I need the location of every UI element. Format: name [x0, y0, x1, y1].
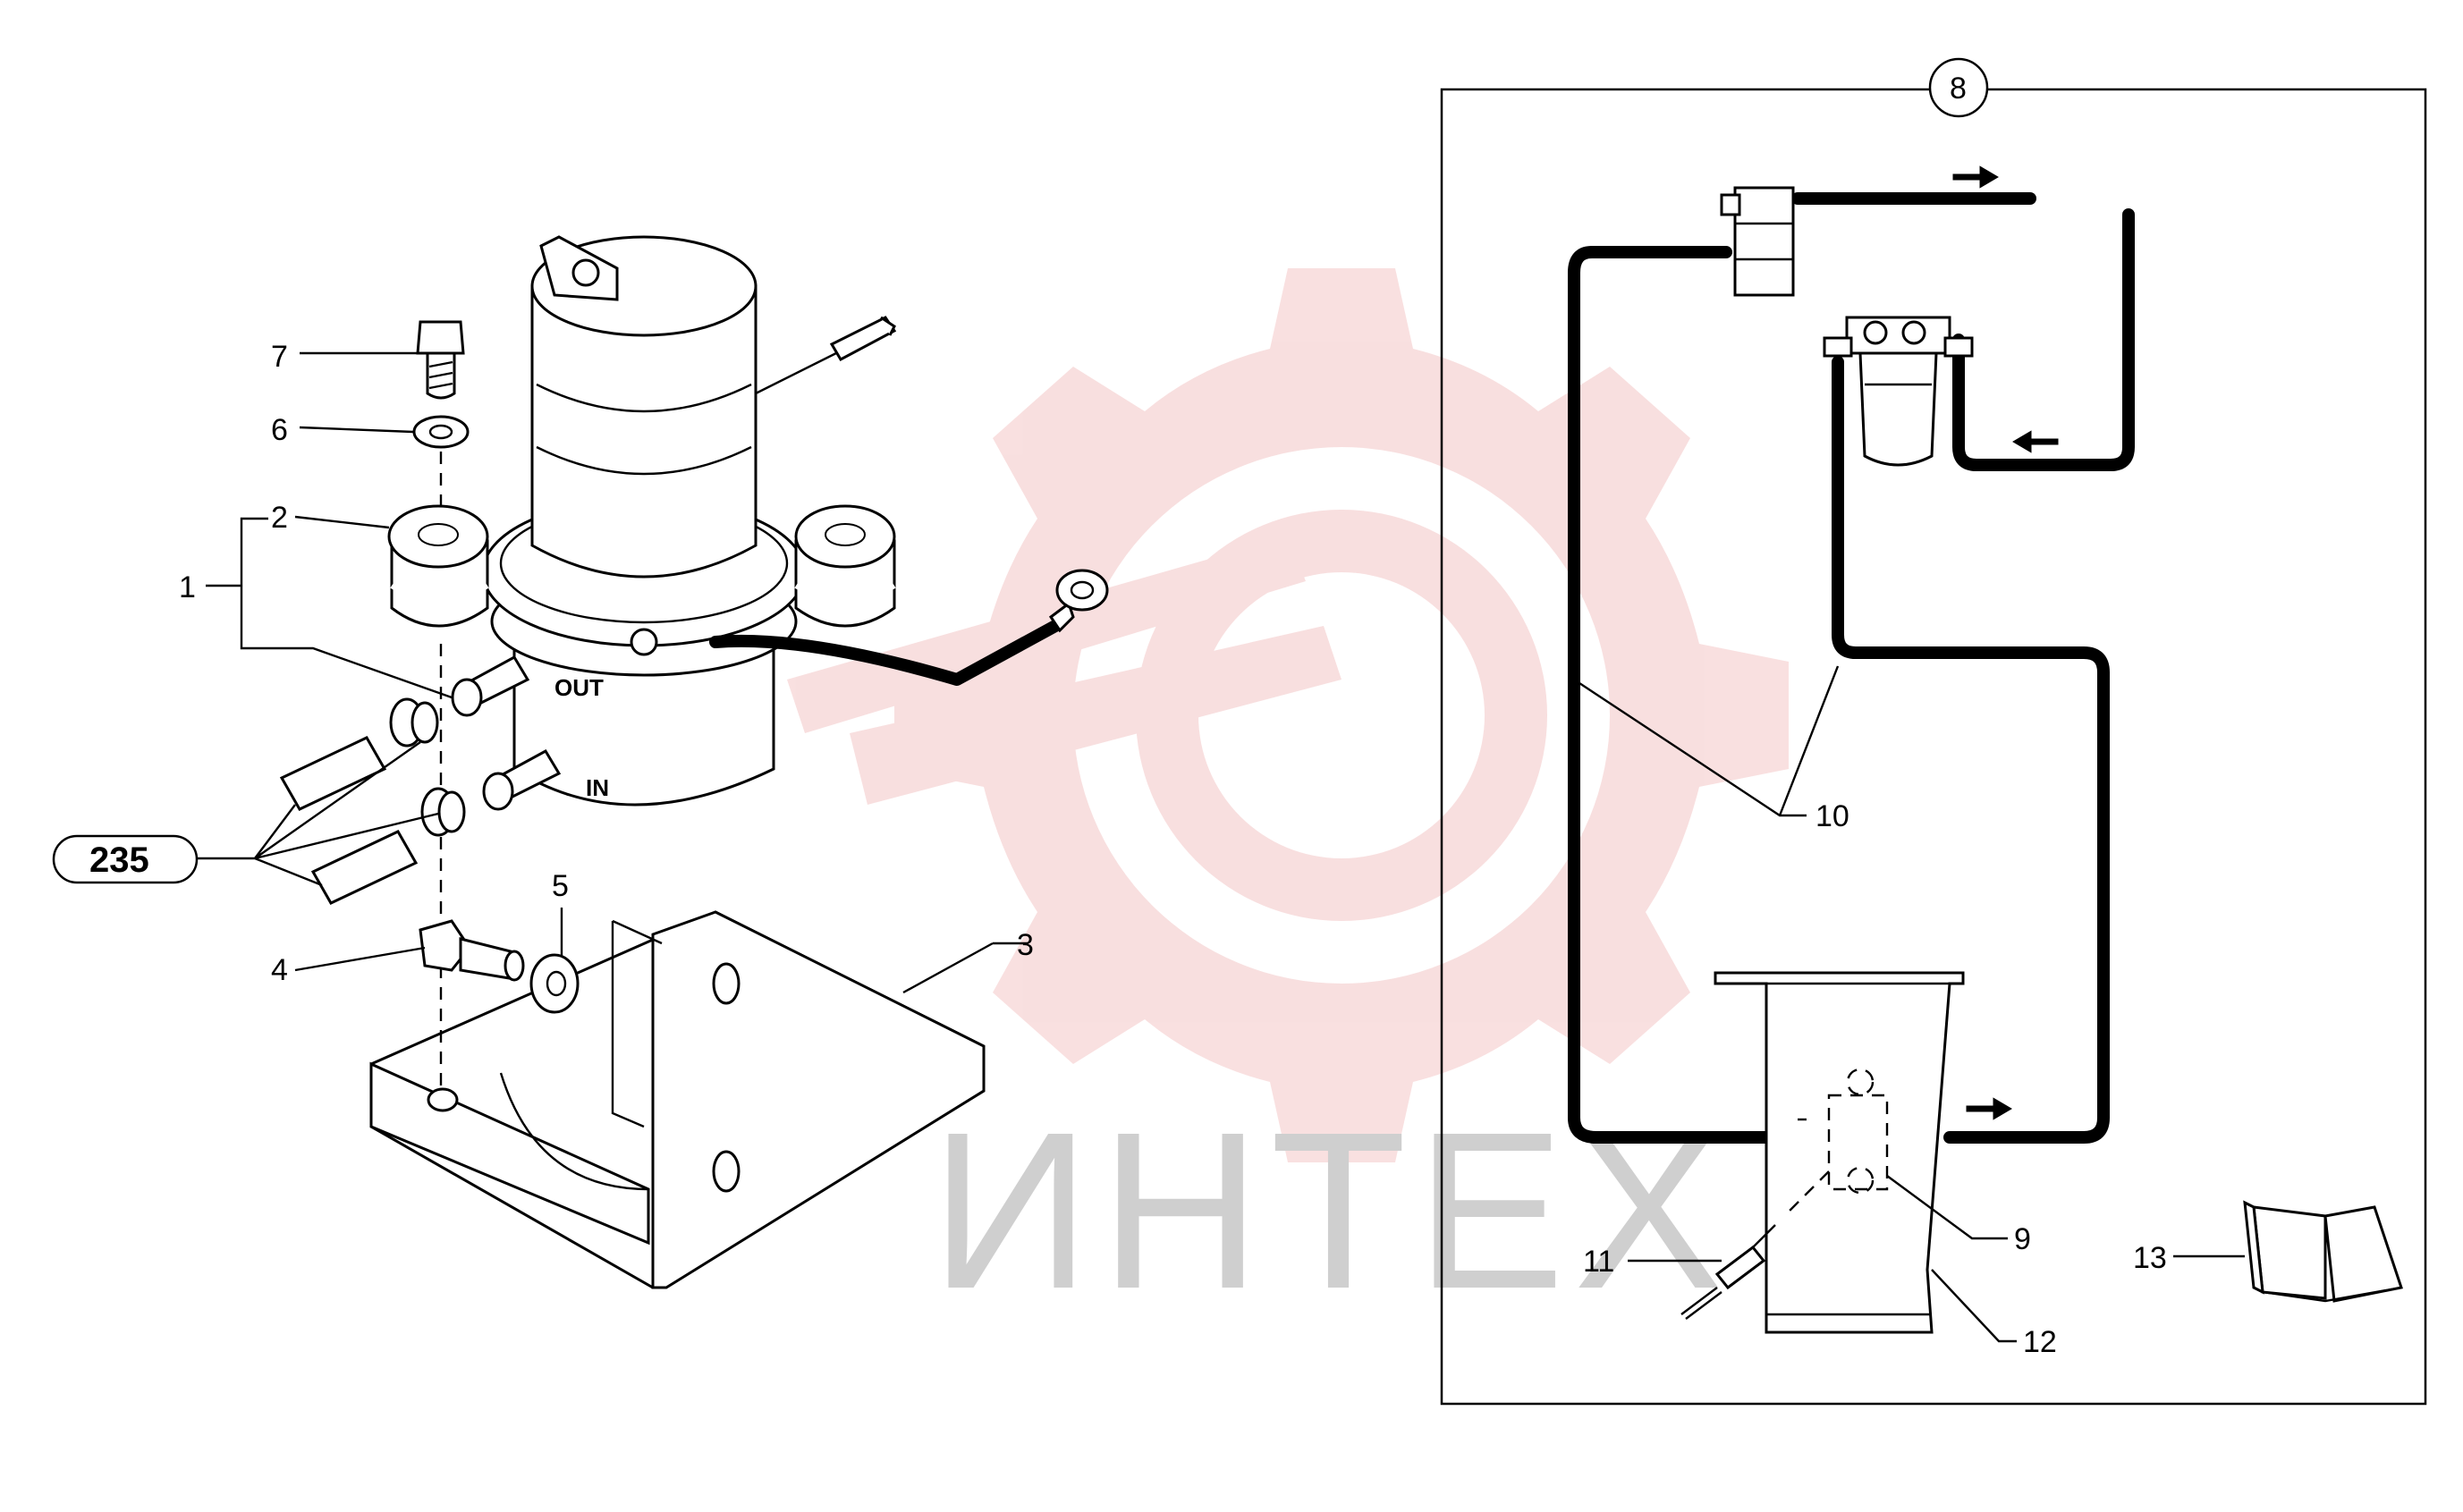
callout-10: 10 [1816, 799, 1849, 833]
callout-13: 13 [2133, 1241, 2167, 1275]
callout-5: 5 [552, 869, 569, 903]
fuel-tank-section [1714, 971, 1965, 1334]
callout-2: 2 [271, 501, 288, 535]
hose-kit [279, 697, 466, 905]
fuel-pump: OUT IN [451, 235, 1109, 811]
watermark-text: ИНТЕХ [930, 1085, 1731, 1335]
panel-ref-circle [1928, 57, 1989, 118]
inline-pump [1720, 186, 1795, 297]
callout-4: 4 [271, 953, 288, 987]
flow-arrow-4 [1966, 1097, 2012, 1120]
callout-12: 12 [2023, 1325, 2057, 1359]
washer-top [412, 415, 470, 449]
callout-3: 3 [1017, 928, 1034, 962]
callout-11: 11 [1583, 1245, 1614, 1279]
flow-arrow-2 [2012, 430, 2059, 453]
watermark-wrench-icon [850, 626, 1342, 805]
rubber-mount-left [387, 504, 489, 628]
rubber-mount-right [794, 504, 896, 628]
mounting-bracket [369, 910, 986, 1289]
callout-9: 9 [2014, 1222, 2031, 1256]
hose-left-long [1568, 246, 1782, 1144]
reference-label: 235 [89, 840, 149, 880]
port-label-out: OUT [554, 674, 604, 701]
callout-1: 1 [179, 570, 196, 604]
hose-return [1952, 208, 2135, 471]
callout-7: 7 [271, 340, 288, 374]
fuel-level-sender [1680, 1224, 1776, 1320]
watermark-gear-logo [787, 268, 1789, 1162]
callout-6: 6 [271, 413, 288, 447]
reference-box [52, 834, 199, 884]
manual-book [2243, 1200, 2403, 1303]
fuel-line-panel: 8 [1440, 57, 2427, 1406]
callout-8: 8 [1950, 72, 1967, 106]
fuel-pump-assembly: OUT IN [52, 235, 1109, 1289]
hose-filter-to-tank [1832, 356, 2110, 1144]
flow-arrow-1 [1952, 165, 1999, 189]
bolt-lower [419, 919, 525, 982]
port-label-in: IN [586, 774, 609, 801]
bolt-top [416, 320, 465, 400]
washer-lower [529, 953, 580, 1014]
fuel-filter [1823, 316, 1974, 467]
